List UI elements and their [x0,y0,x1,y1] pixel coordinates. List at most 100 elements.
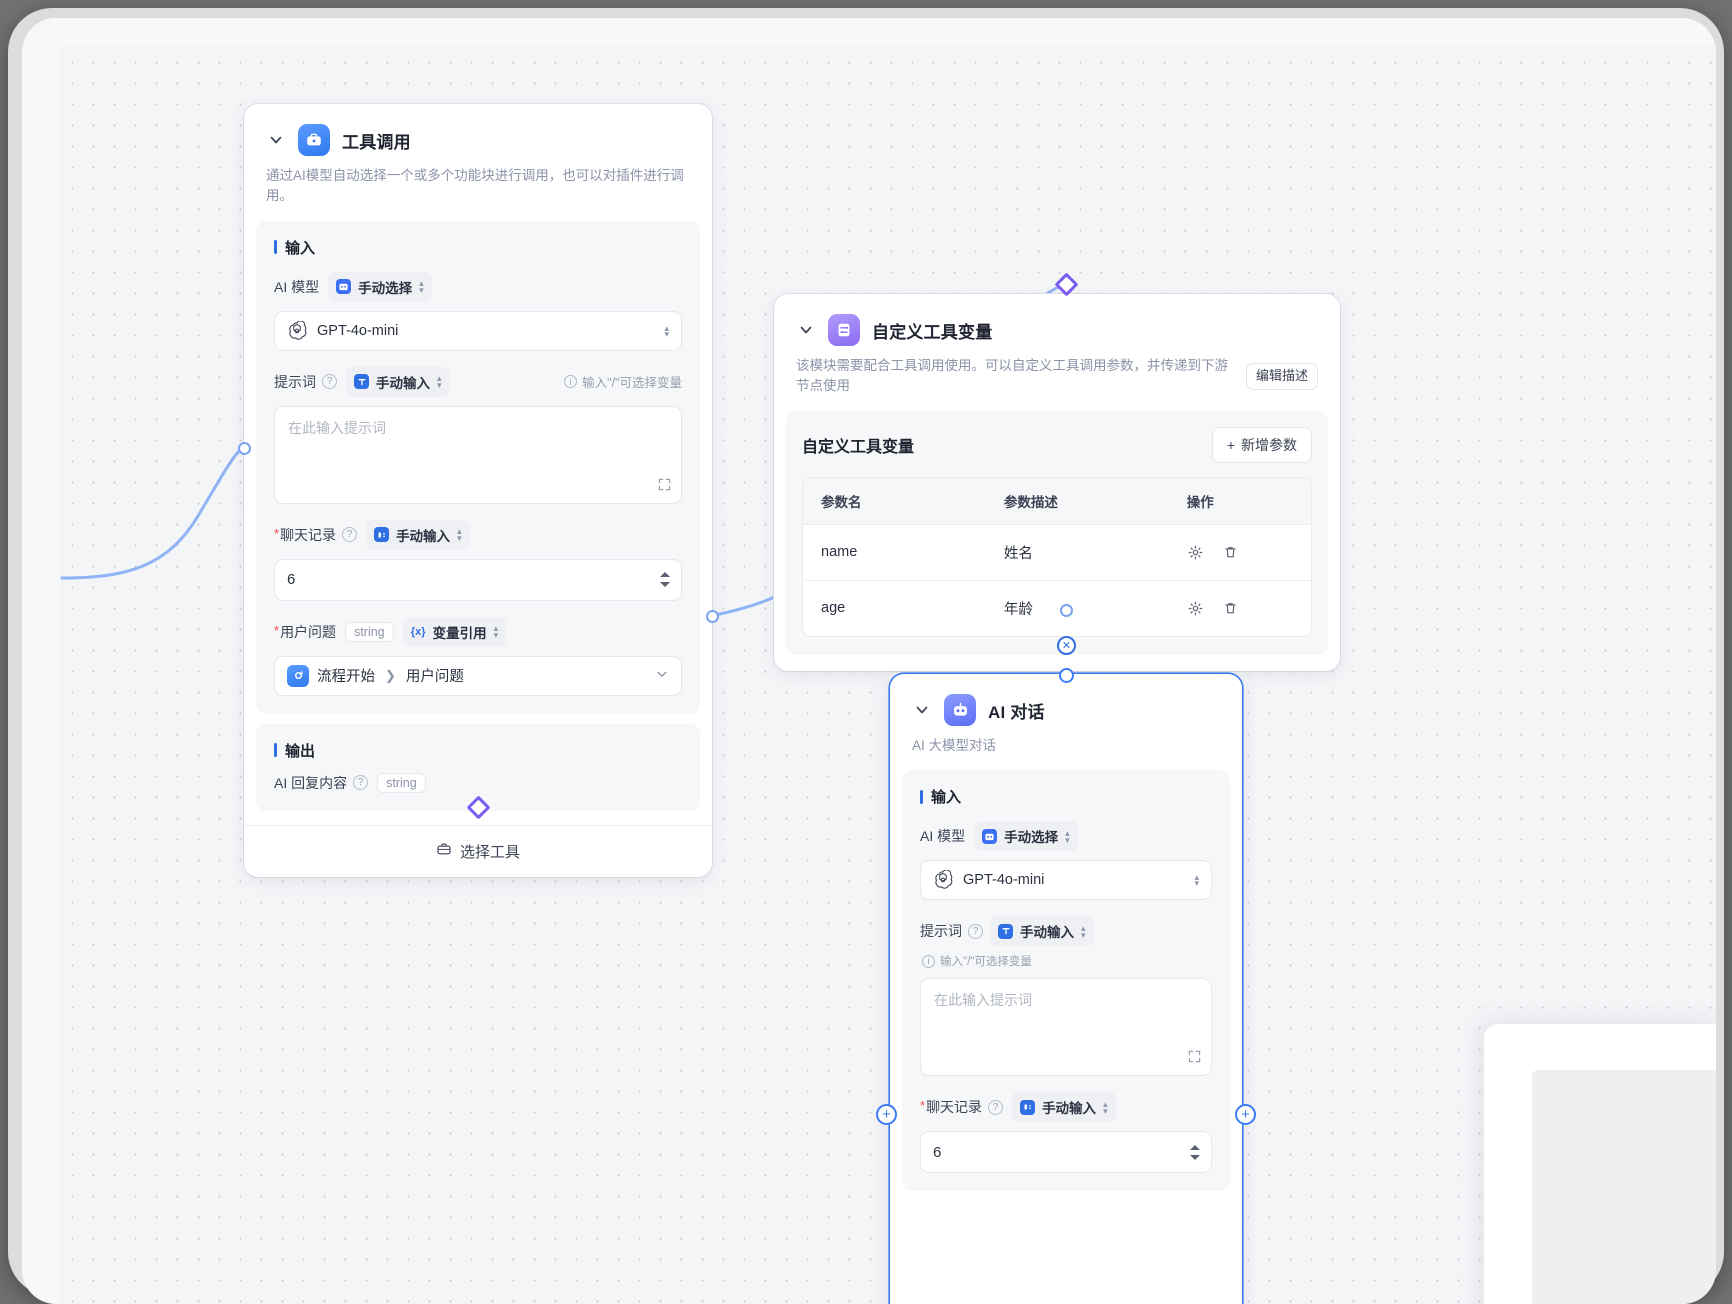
user-question-type: string [345,621,394,642]
required-mark: * [274,525,280,541]
node-custom-tool-var[interactable]: 自定义工具变量 该模块需要配合工具调用使用。可以自定义工具调用参数，并传递到下游… [774,294,1340,671]
ai-model-label: AI 模型 [274,278,320,295]
number-stepper[interactable] [659,560,671,600]
workflow-canvas[interactable]: 工具调用 通过AI模型自动选择一个或多个功能块进行调用，也可以对插件进行调用。 … [58,46,1716,1304]
help-icon[interactable]: ? [353,775,369,790]
output-label: AI 回复内容 [274,774,348,791]
node-description: 通过AI模型自动选择一个或多个功能块进行调用，也可以对插件进行调用。 [266,168,684,204]
node-ai-chat-right-add-port[interactable]: + [1235,1104,1256,1125]
input-section-title: 输入 [920,786,1212,807]
select-tool-label: 选择工具 [459,843,520,861]
param-name: name [803,525,986,581]
trash-icon[interactable] [1222,544,1239,561]
node-custom-tool-var-output-port[interactable] [1060,604,1073,617]
node-title: 工具调用 [342,132,411,152]
ai-model-value: GPT-4o-mini [963,872,1045,889]
prompt-mode-select[interactable]: 手动输入 ▴▾ [990,916,1094,947]
user-question-variable-ref[interactable]: 流程开始 ❯ 用户问题 [274,655,682,696]
node-ai-chat-input-port[interactable] [1059,668,1074,683]
ai-model-mode-select[interactable]: 手动选择 ▴▾ [328,271,432,302]
select-tool-button[interactable]: 选择工具 [244,824,712,877]
prompt-mode-label: 手动输入 [376,375,430,391]
user-question-mode-label: 变量引用 [432,625,487,641]
chevron-updown-icon: ▴▾ [1194,872,1199,889]
required-mark: * [274,622,280,638]
text-icon [998,923,1013,939]
help-icon[interactable]: ? [968,923,983,939]
node-tool-call-output-port[interactable] [706,610,719,623]
chat-record-value: 6 [287,571,296,588]
chat-record-mode-label: 手动输入 [1042,1101,1097,1117]
field-prompt: 提示词? 手动输入 ▴▾ i 输入"/"可选择变量 [920,916,1212,1077]
prompt-label: 提示词 [274,373,316,390]
info-icon: i [564,375,578,388]
gear-icon[interactable] [1187,544,1204,561]
node-ai-chat[interactable]: AI 对话 AI 大模型对话 输入 AI 模型 [890,674,1242,1304]
chevron-down-icon[interactable] [266,130,286,150]
user-question-mode-select[interactable]: {x} 变量引用 ▴▾ [402,616,507,647]
input-section: 输入 AI 模型 手动选择 ▴▾ [902,770,1230,1192]
ai-model-label: AI 模型 [920,828,966,845]
ai-model-select[interactable]: GPT-4o-mini ▴▾ [920,860,1212,901]
parameters-table: 参数名 参数描述 操作 name 姓名 [802,476,1312,637]
chat-record-mode-select[interactable]: 手动输入 ▴▾ [366,519,470,550]
node-description: AI 大模型对话 [912,738,997,753]
prompt-placeholder: 在此输入提示词 [288,419,386,436]
gear-icon[interactable] [1187,600,1204,617]
edge-delete-button[interactable]: ✕ [1057,636,1076,655]
ai-model-value: GPT-4o-mini [317,322,399,339]
ai-model-select[interactable]: GPT-4o-mini ▴▾ [274,310,682,351]
ai-model-mode-select[interactable]: 手动选择 ▴▾ [974,821,1078,852]
prompt-textarea[interactable]: 在此输入提示词 [920,978,1212,1077]
chat-record-mode-select[interactable]: 手动输入 ▴▾ [1012,1092,1116,1123]
node-custom-tool-var-tool-port[interactable] [1054,272,1079,297]
chevron-down-icon[interactable] [912,700,932,720]
chat-record-mode-label: 手动输入 [396,528,451,544]
right-side-panel-body [1532,1070,1716,1304]
expand-icon[interactable] [1188,1050,1201,1066]
node-header: AI 对话 AI 大模型对话 [890,674,1242,756]
info-icon: i [922,954,935,968]
param-desc: 年龄 [1003,601,1033,618]
prompt-mode-select[interactable]: 手动输入 ▴▾ [346,366,450,397]
expand-icon[interactable] [658,478,671,494]
edit-description-button[interactable]: 编辑描述 [1245,362,1318,390]
custom-tool-var-panel: 自定义工具变量 + 新增参数 参数名 参数描述 操作 [786,410,1328,655]
prompt-placeholder: 在此输入提示词 [934,992,1032,1009]
help-icon[interactable]: ? [322,374,337,389]
node-tool-call[interactable]: 工具调用 通过AI模型自动选择一个或多个功能块进行调用，也可以对插件进行调用。 … [244,104,712,877]
node-description: 该模块需要配合工具调用使用。可以自定义工具调用参数，并传递到下游节点使用 编辑描… [796,356,1318,397]
number-stepper[interactable] [1189,1132,1201,1172]
chevron-down-icon[interactable] [796,320,816,340]
chat-record-label: 聊天记录 [280,526,337,543]
chevron-right-icon: ❯ [385,667,396,683]
chat-record-input[interactable]: 6 [274,558,682,601]
toolbox-icon [436,841,452,861]
panel-title: 自定义工具变量 [802,438,915,456]
chevron-down-icon[interactable] [655,667,669,685]
variable-icon: {x} [410,625,426,638]
robot-icon [982,828,998,844]
help-icon[interactable]: ? [988,1099,1004,1115]
window-inner: 工具调用 通过AI模型自动选择一个或多个功能块进行调用，也可以对插件进行调用。 … [22,18,1716,1304]
table-header-row: 参数名 参数描述 操作 [803,477,1311,525]
add-parameter-button[interactable]: + 新增参数 [1211,426,1312,463]
trash-icon[interactable] [1222,600,1239,617]
node-ai-chat-left-add-port[interactable]: + [876,1104,897,1125]
chevron-updown-icon: ▴▾ [1103,1098,1108,1116]
prompt-hint: i 输入"/"可选择变量 [564,372,682,391]
right-side-panel[interactable] [1484,1024,1716,1304]
field-chat-record: *聊天记录? 手动输入 ▴▾ 6 [274,519,682,601]
chat-record-input[interactable]: 6 [920,1131,1212,1174]
ai-model-mode-label: 手动选择 [1004,830,1059,846]
help-icon[interactable]: ? [342,527,358,542]
number-icon [374,527,390,542]
node-title: 自定义工具变量 [872,322,993,342]
node-tool-call-input-port[interactable] [238,442,251,455]
chevron-updown-icon: ▴▾ [419,278,424,295]
field-ai-model: AI 模型 手动选择 ▴▾ [920,821,1212,901]
chevron-updown-icon: ▴▾ [437,373,442,390]
required-mark: * [920,1098,926,1114]
prompt-textarea[interactable]: 在此输入提示词 [274,405,682,504]
